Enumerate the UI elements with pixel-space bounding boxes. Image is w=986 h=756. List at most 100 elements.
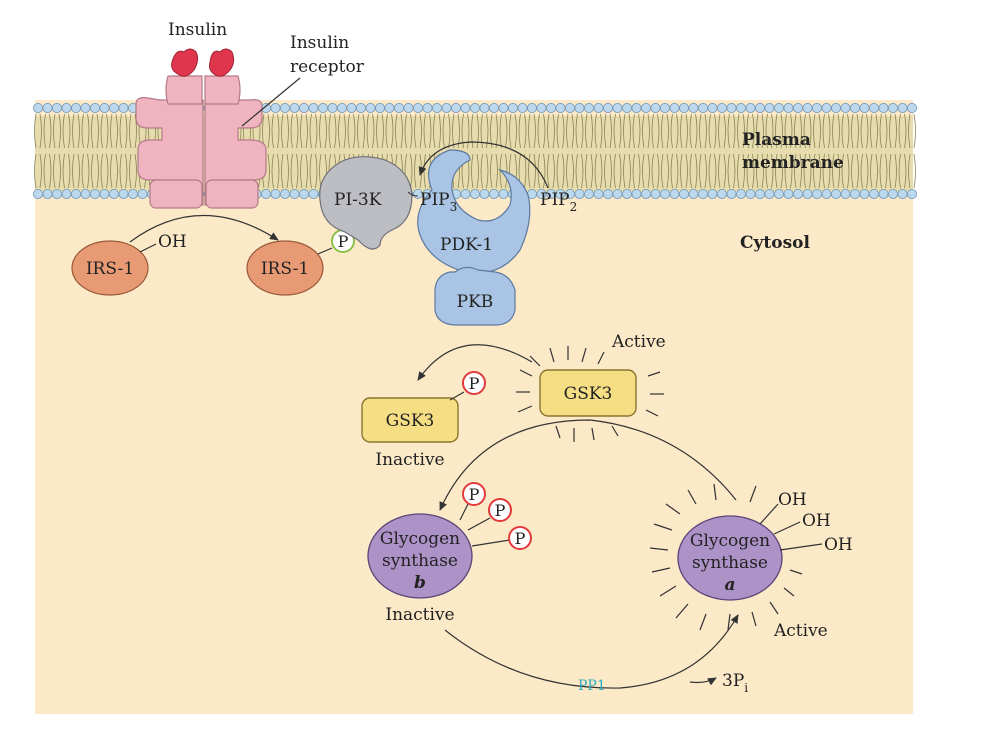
gsk3-inactive-phosphate-bond bbox=[449, 391, 465, 401]
lipid-tail bbox=[277, 113, 280, 149]
lipid-head bbox=[584, 188, 595, 199]
lipid-tail bbox=[514, 113, 517, 149]
lipid-tail bbox=[315, 113, 318, 149]
lipid-tail bbox=[737, 153, 740, 189]
lipid-tail bbox=[410, 113, 413, 149]
lipid-head bbox=[812, 103, 823, 114]
lipid-head bbox=[859, 103, 870, 114]
pip2-label: PIP2 bbox=[540, 190, 577, 214]
lipid-tail bbox=[699, 153, 702, 189]
lipid-tail bbox=[809, 113, 812, 149]
lipid-tail bbox=[733, 153, 736, 189]
lipid-tail bbox=[803, 153, 806, 189]
lipid-tail bbox=[790, 153, 793, 189]
lipid-tail bbox=[742, 153, 745, 189]
lipid-tail bbox=[486, 113, 489, 149]
lipid-tail bbox=[385, 113, 388, 149]
lipid-tail bbox=[885, 113, 888, 149]
lipid-tail bbox=[376, 113, 379, 149]
lipid-tail bbox=[898, 153, 901, 189]
lipid-tail bbox=[296, 153, 299, 189]
lipid-tail bbox=[34, 113, 37, 149]
lipid-head bbox=[840, 103, 851, 114]
irs1-phosphate-bond bbox=[317, 247, 333, 255]
lipid-tail bbox=[866, 113, 869, 149]
lipid-tail bbox=[81, 153, 84, 189]
lipid-tail bbox=[727, 113, 730, 149]
lipid-head bbox=[431, 103, 442, 114]
lipid-head bbox=[812, 188, 823, 199]
lipid-tail bbox=[338, 113, 341, 149]
lipid-tail bbox=[784, 113, 787, 149]
lipid-head bbox=[422, 103, 433, 114]
lipid-tail bbox=[100, 113, 103, 149]
gs-b-ellipse bbox=[367, 513, 473, 599]
pip3-connector bbox=[407, 191, 419, 197]
receptor-left-foot bbox=[149, 179, 203, 209]
lipid-head bbox=[109, 103, 120, 114]
lipid-head bbox=[707, 103, 718, 114]
lipid-tail bbox=[742, 113, 745, 149]
lipid-head bbox=[603, 188, 614, 199]
lipid-tail bbox=[309, 153, 312, 189]
gsk3-to-gs-b-arrow bbox=[439, 419, 737, 511]
svg-text:OH: OH bbox=[802, 511, 831, 531]
lipid-tail bbox=[281, 113, 284, 149]
gsk3-inactive-state: Inactive bbox=[375, 450, 444, 470]
lipid-head bbox=[888, 103, 899, 114]
lipid-tail bbox=[537, 113, 540, 149]
irs1-oh-bond bbox=[139, 243, 157, 253]
lipid-head bbox=[298, 103, 309, 114]
lipid-tail bbox=[404, 113, 407, 149]
lipid-tail bbox=[727, 153, 730, 189]
lipid-tail bbox=[87, 113, 90, 149]
lipid-tail bbox=[784, 153, 787, 189]
lipid-head bbox=[260, 188, 271, 199]
lipid-tail bbox=[362, 113, 365, 149]
lipid-head bbox=[488, 188, 499, 199]
lipid-tail bbox=[799, 113, 802, 149]
lipid-tail bbox=[87, 153, 90, 189]
lipid-tail bbox=[115, 153, 118, 189]
lipid-tail bbox=[828, 153, 831, 189]
lipid-head bbox=[355, 103, 366, 114]
lipid-tail bbox=[505, 113, 508, 149]
irs1-phosphate-label: P bbox=[338, 232, 349, 251]
lipid-head bbox=[536, 103, 547, 114]
lipid-tail bbox=[632, 113, 635, 149]
lipid-tail bbox=[689, 113, 692, 149]
lipid-tail bbox=[695, 113, 698, 149]
lipid-tail bbox=[875, 153, 878, 189]
lipid-tail bbox=[875, 113, 878, 149]
lipid-tail bbox=[590, 113, 593, 149]
gs-a-rays bbox=[649, 483, 803, 631]
lipid-head bbox=[736, 103, 747, 114]
gsk3-inactive-box bbox=[361, 397, 459, 443]
lipid-head bbox=[279, 103, 290, 114]
lipid-head bbox=[565, 103, 576, 114]
lipid-head bbox=[469, 103, 480, 114]
receptor-left-half bbox=[135, 97, 204, 206]
lipid-head bbox=[641, 103, 652, 114]
lipid-tail bbox=[91, 113, 94, 149]
lipid-tail bbox=[704, 153, 707, 189]
lipid-tail bbox=[752, 113, 755, 149]
lipid-tail bbox=[324, 113, 327, 149]
lipid-tail bbox=[309, 113, 312, 149]
gs-b-state: Inactive bbox=[385, 605, 454, 625]
lipid-tail bbox=[898, 113, 901, 149]
gs-b-phosphates: P P P bbox=[459, 482, 532, 550]
lipid-tail bbox=[860, 113, 863, 149]
lipid-tail bbox=[556, 113, 559, 149]
lipid-tail bbox=[619, 153, 622, 189]
lipid-tail bbox=[438, 113, 441, 149]
lipid-tail bbox=[381, 113, 384, 149]
lipid-tail bbox=[125, 153, 128, 189]
lipid-head bbox=[717, 188, 728, 199]
lipid-tail bbox=[533, 153, 536, 189]
gs-a-label-line2: synthase bbox=[692, 553, 768, 573]
lipid-head bbox=[61, 103, 72, 114]
lipid-tail bbox=[533, 113, 536, 149]
lipid-tail bbox=[623, 113, 626, 149]
lipid-tail bbox=[72, 113, 75, 149]
